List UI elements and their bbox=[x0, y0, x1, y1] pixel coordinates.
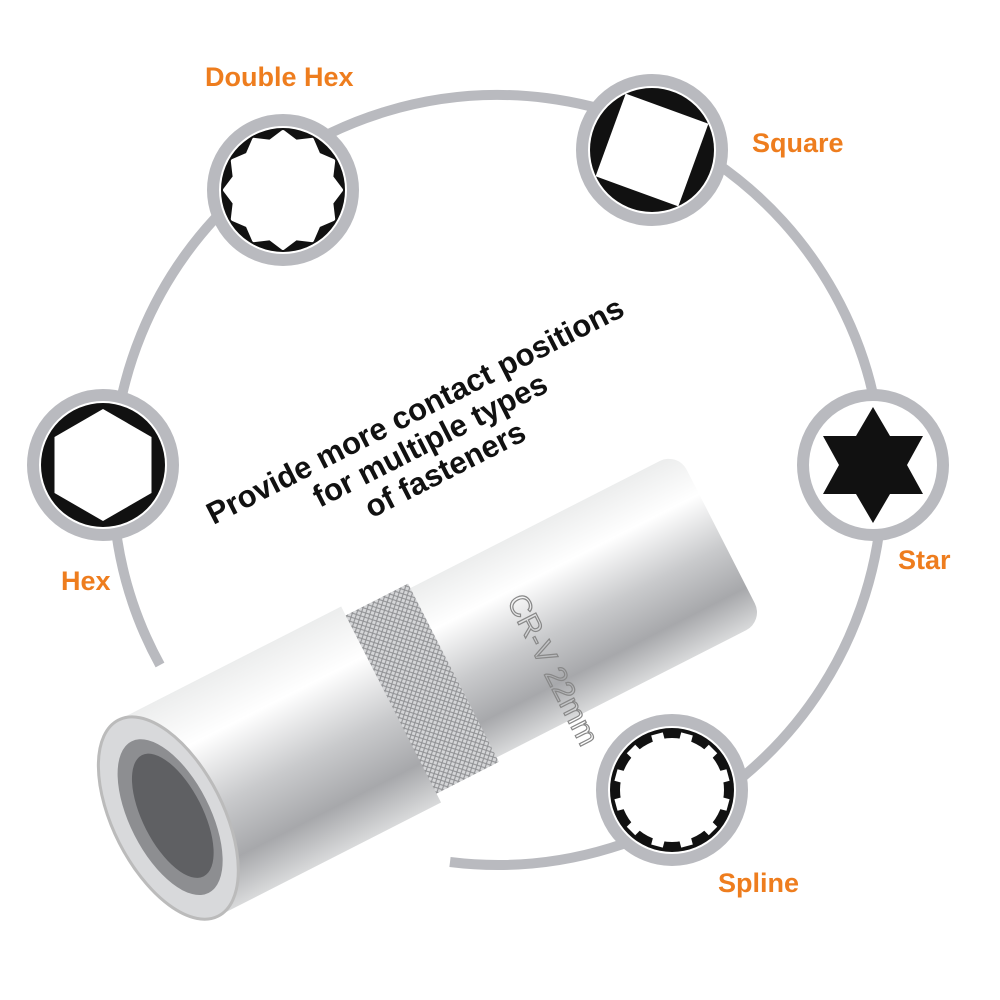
double-hex-shape bbox=[223, 130, 343, 250]
square-badge bbox=[576, 74, 728, 226]
label-double-hex: Double Hex bbox=[205, 62, 354, 92]
spline-tooth bbox=[701, 819, 718, 836]
spline-tooth bbox=[626, 744, 643, 761]
label-square: Square bbox=[752, 128, 844, 158]
hex-icon bbox=[54, 409, 152, 521]
hex-badge bbox=[27, 389, 179, 541]
double-hex-badge bbox=[207, 114, 359, 266]
star-badge bbox=[797, 389, 949, 541]
spline-tooth bbox=[701, 744, 718, 761]
label-star: Star bbox=[898, 545, 951, 575]
socket-image: CR-V 22mm bbox=[96, 458, 757, 921]
spline-badge bbox=[596, 714, 748, 866]
label-spline: Spline bbox=[718, 868, 800, 898]
spline-tooth bbox=[678, 732, 693, 746]
spline-tooth bbox=[716, 796, 730, 811]
spline-tooth bbox=[716, 769, 730, 784]
square-icon bbox=[595, 93, 709, 207]
spline-tooth bbox=[678, 834, 693, 848]
spline-tooth bbox=[651, 834, 666, 848]
star-icon bbox=[823, 407, 923, 523]
spline-tooth bbox=[651, 732, 666, 746]
spline-tooth bbox=[626, 819, 643, 836]
label-hex: Hex bbox=[61, 566, 111, 596]
spline-icon bbox=[620, 738, 724, 842]
double-hex-icon bbox=[223, 130, 343, 250]
spline-tooth bbox=[614, 769, 628, 784]
spline-tooth bbox=[614, 796, 628, 811]
